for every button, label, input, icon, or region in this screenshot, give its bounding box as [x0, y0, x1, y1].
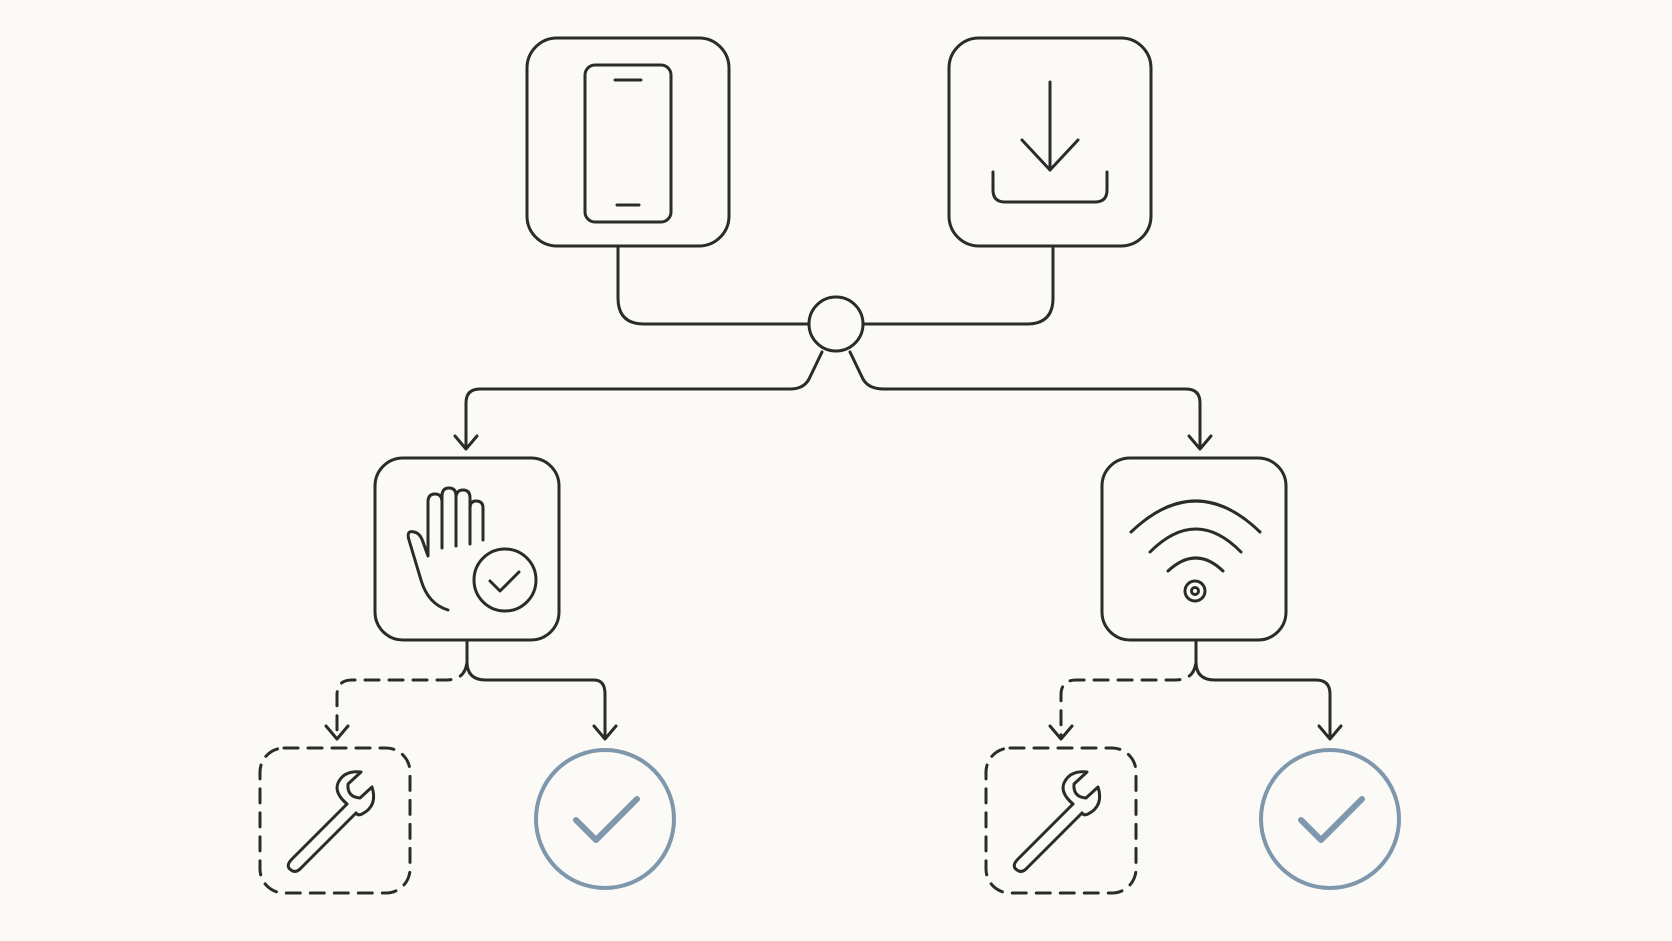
- download-icon: [991, 80, 1109, 204]
- wifi-icon: [1129, 499, 1262, 603]
- arrowhead-repair-left: [324, 724, 350, 741]
- node-repair-left-frame: [258, 746, 412, 895]
- edge-phone-to-junction: [616, 244, 810, 326]
- node-wifi[interactable]: [1100, 456, 1288, 642]
- arrowhead-success-right: [1317, 724, 1343, 741]
- edge-wifi-to-repair-right: [1059, 638, 1198, 738]
- hand-check-icon: [406, 486, 538, 613]
- checkmark-icon: [1298, 796, 1365, 843]
- edge-hand-to-success-left: [465, 638, 607, 738]
- wrench-icon: [1012, 770, 1102, 873]
- arrowhead-repair-right: [1048, 724, 1074, 741]
- arrowhead-wifi: [1187, 434, 1213, 451]
- edge-junction-to-wifi: [848, 350, 1202, 449]
- node-success-right[interactable]: [1259, 748, 1401, 890]
- node-phone-frame: [525, 36, 731, 248]
- checkmark-icon: [573, 796, 640, 843]
- edge-hand-to-repair-left: [335, 638, 469, 738]
- node-repair-left[interactable]: [258, 746, 412, 895]
- junction-circle[interactable]: [807, 295, 865, 353]
- node-download-frame: [947, 36, 1153, 248]
- wrench-icon: [286, 770, 376, 873]
- node-phone[interactable]: [525, 36, 731, 248]
- edge-junction-to-hand: [464, 350, 824, 449]
- arrowhead-success-left: [592, 724, 618, 741]
- edge-download-to-junction: [862, 244, 1055, 326]
- node-download[interactable]: [947, 36, 1153, 248]
- node-wifi-frame: [1100, 456, 1288, 642]
- node-repair-right[interactable]: [984, 746, 1138, 895]
- edge-wifi-to-success-right: [1194, 638, 1332, 738]
- node-repair-right-frame: [984, 746, 1138, 895]
- arrowhead-hand: [453, 434, 479, 451]
- check-circle-icon: [534, 748, 676, 890]
- smartphone-icon: [583, 63, 673, 224]
- node-success-left[interactable]: [534, 748, 676, 890]
- check-circle-icon: [1259, 748, 1401, 890]
